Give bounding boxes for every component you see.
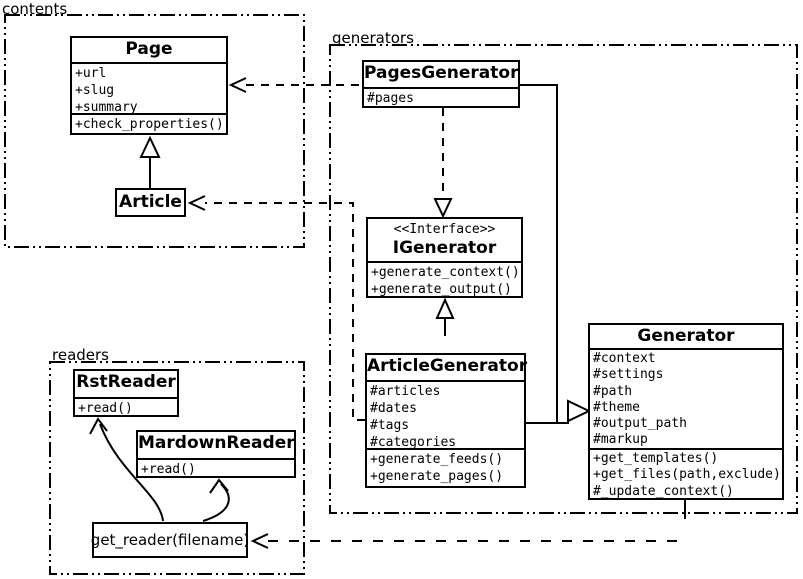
dependency-generator-to-getreader [250, 500, 686, 549]
class-pagesgenerator-title: PagesGenerator [364, 63, 519, 83]
generalization-article-to-page [139, 135, 161, 189]
class-article-title: Article [119, 192, 182, 212]
attribute: #settings [593, 367, 664, 383]
class-igenerator-header: <<Interface>> IGenerator [368, 219, 521, 261]
class-page-title: Page [125, 39, 173, 59]
class-pagesgenerator-attributes: #pages [364, 87, 518, 107]
method: +read() [78, 401, 133, 416]
package-label-contents: contents [2, 0, 68, 18]
class-articlegenerator: ArticleGenerator #articles #dates #tags … [365, 353, 528, 488]
method: +generate_pages() [370, 469, 504, 484]
class-generator-methods: +get_templates() +get_files(path,exclude… [590, 448, 782, 500]
method: +get_files(path,exclude) [593, 467, 781, 483]
class-page-methods: +check_properties() [72, 113, 226, 133]
package-label-generators: generators [332, 29, 414, 47]
stereotype-interface: <<Interface>> [393, 222, 496, 237]
generalization-articlegenerator-to-generator [522, 399, 592, 424]
function-get-reader: get_reader(filename) [90, 522, 250, 558]
attribute: +summary [75, 100, 138, 115]
class-articlegenerator-methods: +generate_feeds() +generate_pages() [367, 448, 524, 485]
attribute: +url [75, 66, 107, 81]
class-rstreader-title: RstReader [76, 372, 176, 392]
function-get-reader-label: get_reader(filename) [90, 531, 250, 549]
dependency-articlegenerator-to-article [187, 195, 365, 421]
package-generators-frame [329, 44, 798, 514]
package-contents-frame [4, 14, 305, 248]
class-page: Page +url +slug +summary +check_properti… [70, 36, 228, 135]
attribute: #path [593, 383, 633, 399]
attribute: #categories [370, 435, 457, 450]
realization-pagesgenerator-to-igenerator [433, 108, 453, 219]
attribute: #pages [367, 91, 414, 106]
class-rstreader: RstReader +read() [73, 369, 179, 417]
attribute: #dates [370, 401, 417, 416]
attribute: #output_path [593, 416, 687, 432]
dependency-pagesgenerator-to-page [228, 77, 362, 93]
generalization-arrowhead-generator [567, 399, 592, 423]
method: +check_properties() [75, 117, 224, 132]
attribute: #markup [593, 432, 648, 448]
method: #_update_context() [593, 483, 734, 499]
method: +read() [141, 462, 196, 477]
class-articlegenerator-title: ArticleGenerator [367, 356, 528, 376]
class-mardownreader-title: MardownReader [138, 433, 295, 453]
package-label-readers: readers [52, 346, 109, 364]
class-igenerator-methods: +generate_context() +generate_output() [368, 261, 521, 298]
method: +generate_feeds() [370, 452, 504, 467]
class-igenerator-title: IGenerator [392, 238, 497, 258]
method: +generate_output() [371, 282, 512, 297]
method: +get_templates() [593, 451, 719, 466]
class-rstreader-methods: +read() [75, 397, 177, 417]
class-generator: Generator #context #settings #path #them… [588, 323, 784, 500]
class-igenerator: <<Interface>> IGenerator +generate_conte… [366, 217, 523, 298]
attribute: +slug [75, 83, 115, 98]
attribute: #articles [370, 384, 441, 399]
class-mardownreader-methods: +read() [138, 458, 294, 478]
attribute: #tags [370, 418, 410, 433]
generalization-articlegenerator-to-igenerator [435, 297, 455, 336]
class-generator-title: Generator [637, 326, 735, 346]
class-mardownreader: MardownReader +read() [136, 430, 296, 478]
generalization-pagesgenerator-to-generator [520, 84, 558, 423]
class-page-attributes: +url +slug +summary [72, 62, 226, 115]
association-getreader-to-rstreader [89, 417, 164, 522]
association-getreader-to-mardownreader [202, 478, 230, 522]
attribute: #context [593, 351, 656, 366]
class-articlegenerator-attributes: #articles #dates #tags #categories [367, 380, 524, 450]
class-article: Article [115, 188, 186, 217]
class-pagesgenerator: PagesGenerator #pages [362, 60, 520, 108]
method: +generate_context() [371, 265, 520, 280]
attribute: #theme [593, 399, 640, 415]
package-readers-frame [49, 361, 305, 575]
class-generator-attributes: #context #settings #path #theme #output_… [590, 348, 782, 448]
